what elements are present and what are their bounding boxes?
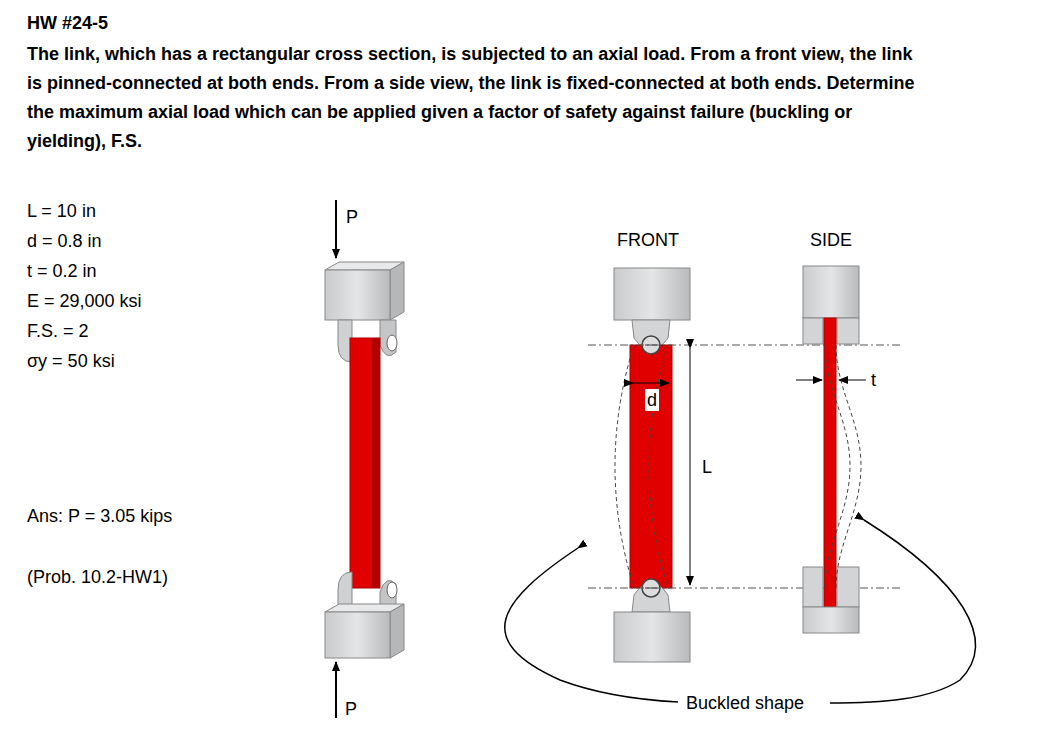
- view-label: FRONT: [617, 229, 679, 251]
- given-value: F.S. = 2: [27, 320, 89, 342]
- given-value: σy = 50 ksi: [27, 350, 115, 372]
- view-label: SIDE: [810, 229, 852, 251]
- dimension-label: d: [645, 389, 659, 411]
- problem-statement: The link, which has a rectangular cross …: [27, 40, 927, 156]
- load-label: P: [345, 698, 357, 720]
- answer-text: Ans: P = 3.05 kips: [27, 505, 172, 527]
- dimension-label: t: [871, 369, 876, 391]
- callout-label: Buckled shape: [684, 692, 806, 714]
- load-label: P: [346, 206, 358, 228]
- given-value: L = 10 in: [27, 200, 96, 222]
- given-value: E = 29,000 ksi: [27, 290, 142, 312]
- problem-reference: (Prob. 10.2-HW1): [27, 566, 168, 588]
- problem-title: HW #24-5: [27, 12, 108, 34]
- dimension-label: L: [700, 456, 714, 478]
- given-value: d = 0.8 in: [27, 230, 102, 252]
- given-value: t = 0.2 in: [27, 260, 97, 282]
